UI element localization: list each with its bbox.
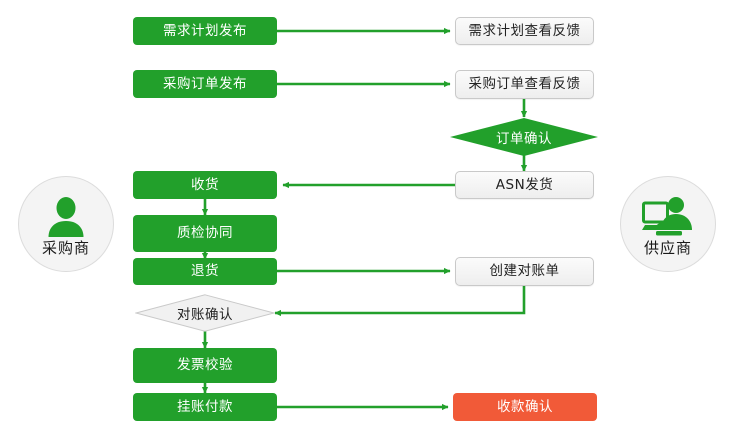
node-po-feedback[interactable]: 采购订单查看反馈 [455, 70, 594, 99]
actor-buyer[interactable]: 采购商 [18, 176, 114, 272]
node-asn-shipment[interactable]: ASN发货 [455, 171, 594, 199]
node-payable-payment[interactable]: 挂账付款 [133, 393, 277, 421]
node-receipt-confirm[interactable]: 收款确认 [453, 393, 597, 421]
node-statement-confirm-label: 对账确认 [177, 307, 233, 323]
node-invoice-verify[interactable]: 发票校验 [133, 348, 277, 383]
actor-supplier[interactable]: 供应商 [620, 176, 716, 272]
node-receive-goods[interactable]: 收货 [133, 171, 277, 199]
node-return-goods[interactable]: 退货 [133, 258, 277, 285]
actor-supplier-label: 供应商 [643, 239, 692, 257]
node-statement-confirm[interactable]: 对账确认 [135, 294, 275, 332]
node-create-statement[interactable]: 创建对账单 [455, 257, 594, 286]
node-demand-plan-publish[interactable]: 需求计划发布 [133, 17, 277, 45]
node-order-confirm[interactable]: 订单确认 [450, 118, 598, 156]
node-order-confirm-label: 订单确认 [496, 131, 552, 147]
actor-buyer-label: 采购商 [41, 239, 90, 257]
node-quality-collab[interactable]: 质检协同 [133, 215, 277, 252]
node-po-publish[interactable]: 采购订单发布 [133, 70, 277, 98]
node-demand-plan-feedback[interactable]: 需求计划查看反馈 [455, 17, 594, 45]
person-computer-icon [642, 196, 694, 240]
person-icon [46, 196, 86, 240]
edge-statement-to-reconcile [274, 286, 526, 317]
